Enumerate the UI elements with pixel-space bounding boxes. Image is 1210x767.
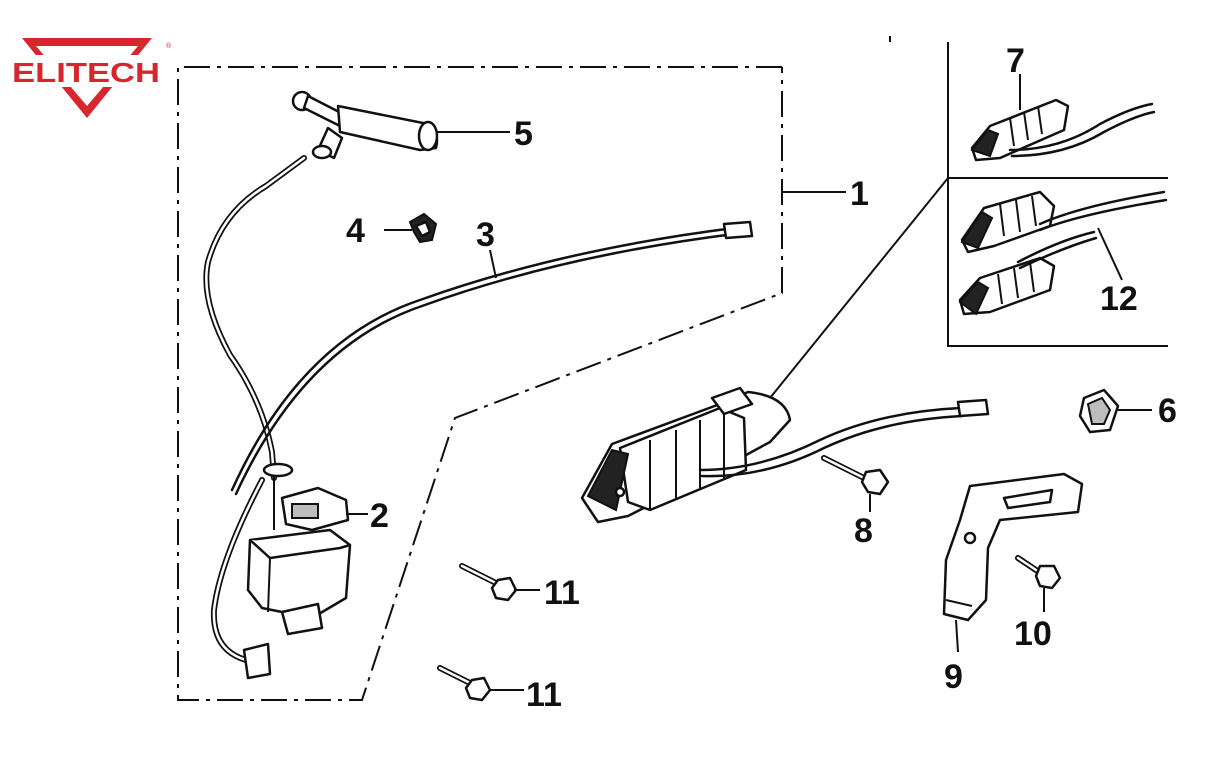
callout-3: 3	[476, 216, 495, 254]
wire-clip	[408, 212, 438, 244]
inset-box	[947, 42, 1168, 347]
bolt-11-lower	[437, 665, 492, 702]
inset-leader	[769, 177, 949, 399]
callout-1: 1	[850, 175, 869, 213]
callout-4: 4	[346, 212, 365, 250]
spark-plug-cap	[291, 90, 439, 160]
ground-lead	[210, 477, 272, 680]
coil-7	[970, 98, 1156, 162]
group-1-boundary	[177, 66, 783, 701]
bolt-8	[821, 455, 890, 496]
callout-12: 12	[1100, 280, 1138, 318]
ht-lead	[203, 155, 307, 481]
bolt-10	[1015, 555, 1062, 590]
leader-3	[489, 249, 497, 279]
ignition-coil	[246, 462, 352, 636]
callout-9: 9	[944, 658, 963, 696]
callout-2: 2	[370, 497, 389, 535]
logo-registered-mark: ®	[166, 42, 172, 50]
callout-7: 7	[1006, 42, 1025, 80]
leader-12	[1097, 227, 1123, 281]
elitech-logo: ELITECH ®	[10, 38, 172, 118]
bracket-9	[942, 472, 1084, 622]
coil-12-upper	[960, 190, 1168, 254]
grommet-6	[1078, 388, 1120, 434]
coil-12-lower	[958, 230, 1098, 316]
callout-11-lower: 11	[526, 676, 562, 714]
callout-5: 5	[514, 115, 533, 153]
leader-9	[955, 619, 959, 653]
bolt-11-upper	[459, 563, 518, 602]
logo-text: ELITECH	[12, 57, 160, 88]
callout-11-upper: 11	[544, 574, 580, 612]
callout-6: 6	[1158, 392, 1177, 430]
callout-10: 10	[1014, 615, 1052, 653]
logo-text-backing	[10, 55, 162, 87]
stop-switch-wire	[230, 220, 754, 496]
callout-8: 8	[854, 512, 873, 550]
charge-coil	[580, 386, 990, 524]
